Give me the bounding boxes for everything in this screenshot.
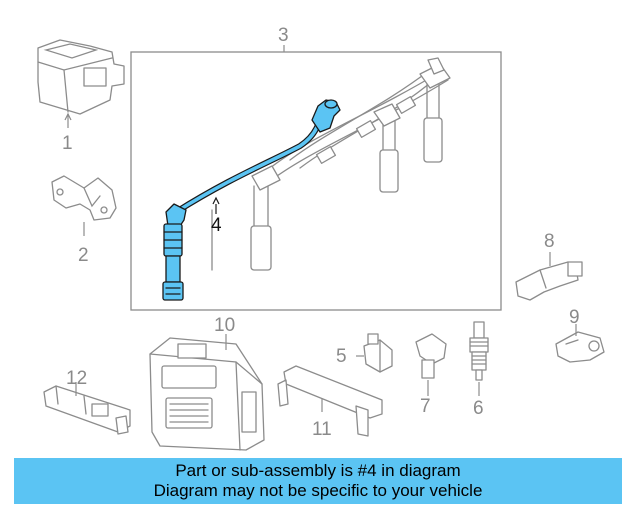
part-3-wire-set[interactable] <box>211 57 451 271</box>
part-1-ignition-coil[interactable] <box>37 39 125 128</box>
part-7-sensor[interactable] <box>415 333 447 396</box>
banner-line-1: Part or sub-assembly is #4 in diagram <box>175 461 461 480</box>
callout-6: 6 <box>473 398 484 419</box>
part-5-sensor[interactable] <box>356 333 393 373</box>
callout-5: 5 <box>336 346 347 367</box>
part-4-ignition-wire-highlighted[interactable] <box>162 99 341 301</box>
part-9-knock-sensor[interactable] <box>555 324 605 363</box>
part-6-spark-plug[interactable] <box>469 321 489 396</box>
callout-9: 9 <box>569 307 580 328</box>
part-2-bracket[interactable] <box>51 175 117 236</box>
callout-3: 3 <box>278 25 289 46</box>
callout-8: 8 <box>544 231 555 252</box>
callout-11: 11 <box>312 419 332 440</box>
part-12-bracket[interactable] <box>43 382 131 435</box>
assembly-frame-3 <box>130 51 502 311</box>
callout-12: 12 <box>66 368 88 389</box>
banner-line-2: Diagram may not be specific to your vehi… <box>153 481 483 500</box>
callout-10: 10 <box>214 315 236 336</box>
part-11-mounting-bracket[interactable] <box>277 365 383 437</box>
callout-7: 7 <box>420 396 431 417</box>
part-8-sensor[interactable] <box>515 252 583 301</box>
callout-2: 2 <box>78 245 89 266</box>
callout-4: 4 <box>211 215 222 236</box>
part-10-control-module[interactable] <box>149 334 265 451</box>
callout-1: 1 <box>62 133 73 154</box>
info-banner: Part or sub-assembly is #4 in diagram Di… <box>14 458 622 504</box>
